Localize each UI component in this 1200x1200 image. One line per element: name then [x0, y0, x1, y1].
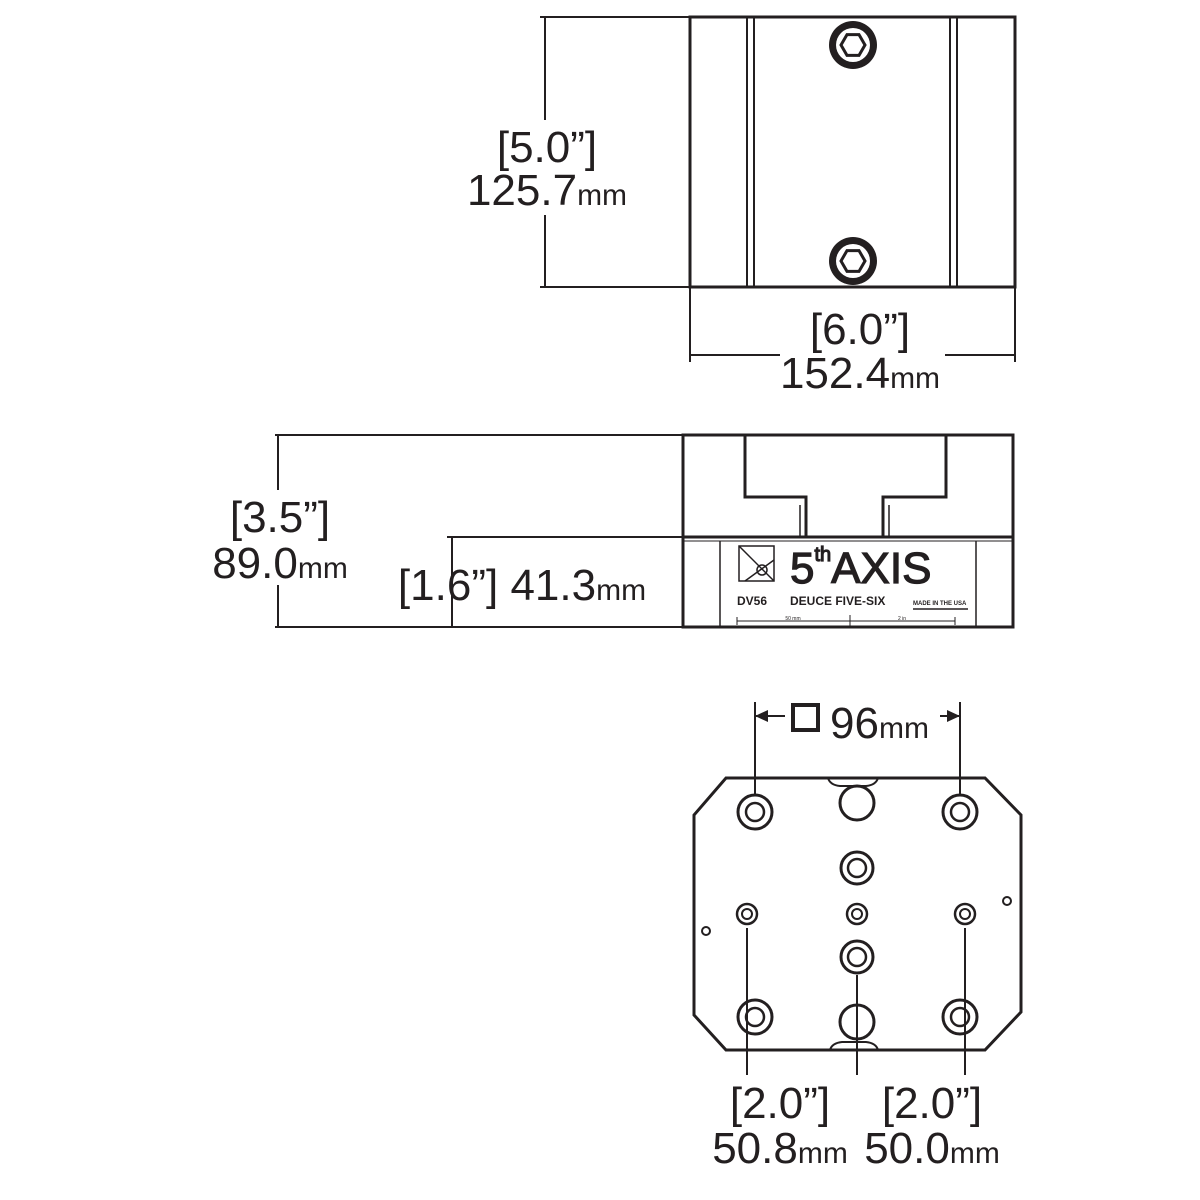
- side-view: 5thAXIS DV56 DEUCE FIVE-SIX MADE IN THE …: [212, 433, 1015, 629]
- counterbore-hole: [941, 793, 979, 831]
- top-width-mm-text: 152.4mm: [780, 349, 940, 398]
- base-height-text: [1.6”] 41.3mm: [398, 561, 646, 610]
- top-width-in-text: [6.0”]: [810, 305, 910, 354]
- right-spacing-mm-text: 50.0mm: [864, 1124, 1000, 1173]
- left-spacing-in-text: [2.0”]: [730, 1079, 830, 1128]
- top-height-mm-text: 125.7mm: [467, 166, 627, 215]
- spacing-dimension: [2.0”] 50.8mm [2.0”] 50.0mm: [712, 928, 1000, 1173]
- through-hole: [838, 784, 876, 822]
- product-name-text: DEUCE FIVE-SIX: [790, 594, 885, 608]
- pattern-dimension: 96mm: [754, 699, 961, 795]
- pin-hole: [701, 926, 711, 936]
- total-height-mm-text: 89.0mm: [212, 539, 348, 588]
- counterbore-hole: [839, 850, 875, 886]
- counterbore-hole: [941, 998, 979, 1036]
- hex-socket-bolt-icon: [829, 237, 877, 285]
- scale-right-text: 2 in: [898, 616, 906, 622]
- side-total-height-dimension: [3.5”] 89.0mm: [212, 434, 683, 628]
- scale-left-text: 50 mm: [785, 616, 800, 622]
- brand-mark: 5thAXIS: [790, 544, 931, 593]
- bottom-view-outline: [692, 776, 1023, 1052]
- counterbore-hole: [736, 793, 774, 831]
- tapped-hole: [845, 902, 869, 926]
- total-height-in-text: [3.5”]: [230, 493, 330, 542]
- top-view-outline: [688, 15, 1017, 289]
- top-width-dimension: [6.0”] 152.4mm: [689, 287, 1016, 398]
- side-base-height-dimension: [1.6”] 41.3mm: [398, 536, 683, 627]
- top-view: [5.0”] 125.7mm [6.0”] 152.4mm: [467, 15, 1017, 398]
- right-spacing-in-text: [2.0”]: [882, 1079, 982, 1128]
- square-pattern-icon: [791, 703, 820, 732]
- top-height-dimension: [5.0”] 125.7mm: [467, 16, 690, 288]
- left-spacing-mm-text: 50.8mm: [712, 1124, 848, 1173]
- origin-text: MADE IN THE USA: [913, 601, 967, 607]
- label-plate: 5thAXIS DV56 DEUCE FIVE-SIX MADE IN THE …: [719, 541, 977, 627]
- hex-socket-bolt-icon: [829, 21, 877, 69]
- side-view-outline: [681, 433, 1015, 629]
- tapped-hole: [735, 902, 759, 926]
- pin-hole: [1002, 896, 1012, 906]
- counterbore-hole: [736, 998, 774, 1036]
- 5th-axis-logo-icon: [738, 545, 775, 582]
- pattern-text: 96mm: [830, 699, 929, 748]
- bottom-view: 96mm [2.0”] 50.8mm [2.0”] 50.0mm: [692, 699, 1023, 1173]
- top-height-in-text: [5.0”]: [497, 123, 597, 172]
- counterbore-hole: [839, 939, 875, 975]
- tapped-hole: [953, 902, 977, 926]
- t-slot-profile: [743, 435, 808, 537]
- model-text: DV56: [737, 594, 767, 608]
